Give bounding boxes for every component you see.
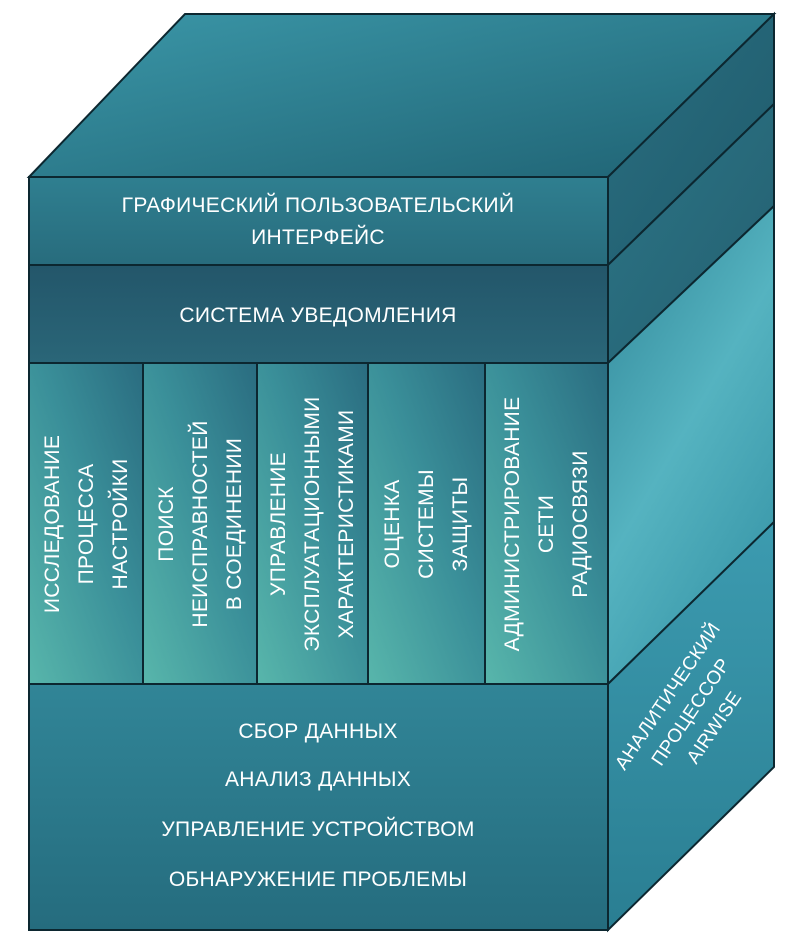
gui-label-line1: ГРАФИЧЕСКИЙ ПОЛЬЗОВАТЕЛЬСКИЙ <box>122 193 515 217</box>
layer-base <box>28 683 609 931</box>
base-item-3: УПРАВЛЕНИЕ УСТРОЙСТВОМ <box>161 817 474 841</box>
module-4-line-3: ЗАЩИТЫ <box>449 477 472 572</box>
module-5-line-1: АДМИНИСТРИРОВАНИЕ <box>501 397 524 652</box>
module-column-3 <box>256 362 369 685</box>
module-1-line-1: ИССЛЕДОВАНИЕ <box>41 435 64 613</box>
module-2-line-1: ПОИСК <box>155 486 178 562</box>
module-column-1 <box>28 362 144 685</box>
layer-gui <box>28 176 609 266</box>
gui-label-line2: ИНТЕРФЕЙС <box>251 225 385 249</box>
module-5-line-2: СЕТИ <box>535 495 558 553</box>
base-item-4: ОБНАРУЖЕНИЕ ПРОБЛЕМЫ <box>169 868 467 891</box>
module-3-line-1: УПРАВЛЕНИЕ <box>267 452 290 596</box>
module-column-4 <box>367 362 486 685</box>
module-1-line-3: НАСТРОЙКИ <box>108 458 132 589</box>
module-2-line-2: НЕИСПРАВНОСТЕЙ <box>188 420 212 627</box>
modules-row: ИССЛЕДОВАНИЕ ПРОЦЕССА НАСТРОЙКИ ПОИСК НЕ… <box>28 362 609 685</box>
module-3-line-2: ЭКСПЛУАТАЦИОННЫМИ <box>301 396 324 651</box>
layer-notification <box>28 264 609 364</box>
module-5-line-3: РАДИОСВЯЗИ <box>569 450 592 597</box>
module-3-line-3: ХАРАКТЕРИСТИКАМИ <box>335 410 358 639</box>
module-4-line-1: ОЦЕНКА <box>381 479 404 568</box>
module-4-line-2: СИСТЕМЫ <box>415 469 438 579</box>
module-column-5 <box>484 362 609 685</box>
module-2-line-3: В СОЕДИНЕНИИ <box>223 438 246 610</box>
notification-label: СИСТЕМА УВЕДОМЛЕНИЯ <box>179 304 456 327</box>
module-column-2 <box>142 362 258 685</box>
base-item-1: СБОР ДАННЫХ <box>238 720 397 743</box>
module-1-line-2: ПРОЦЕССА <box>75 464 98 585</box>
base-item-2: АНАЛИЗ ДАННЫХ <box>225 768 411 791</box>
